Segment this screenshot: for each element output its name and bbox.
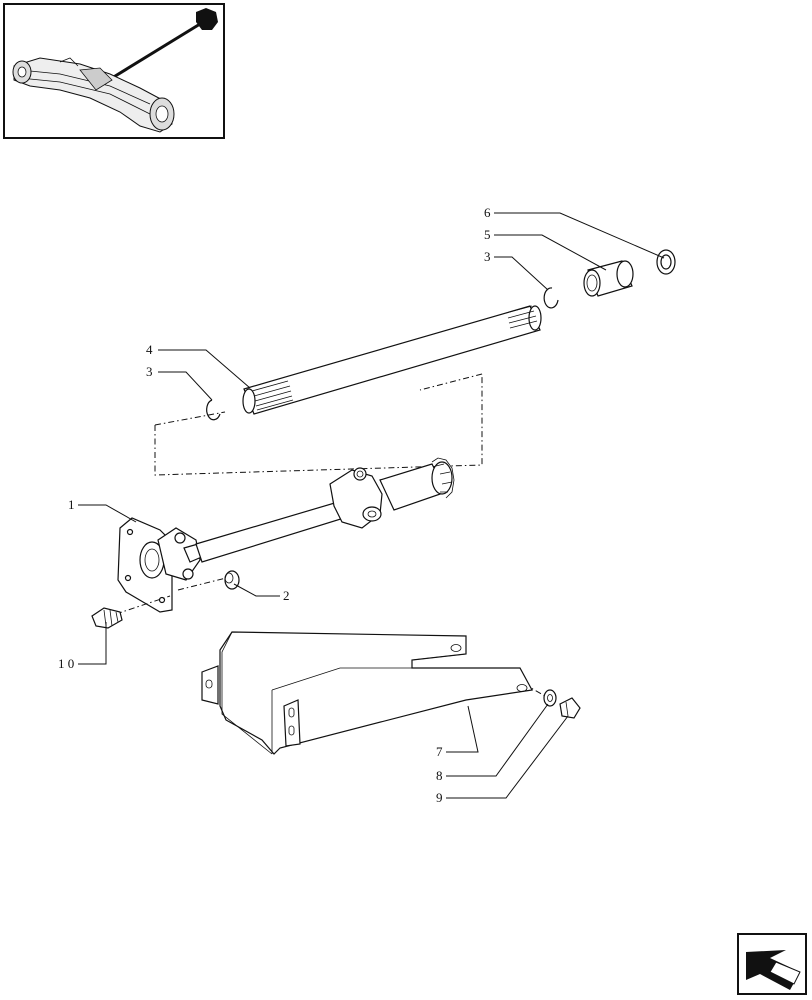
assembly-reference-outline bbox=[154, 373, 483, 476]
splined-shaft-part-4 bbox=[242, 305, 542, 415]
washer-part-8 bbox=[543, 689, 557, 707]
axle-assembly-thumbnail[interactable] bbox=[3, 3, 225, 139]
snap-ring-part-3-upper bbox=[543, 287, 559, 309]
callout-4: 4 bbox=[146, 342, 153, 357]
callout-2: 2 bbox=[283, 588, 290, 603]
callout-8: 8 bbox=[436, 768, 443, 783]
leader-lines bbox=[78, 212, 665, 799]
callout-7: 7 bbox=[436, 744, 443, 759]
callout-labels: 6 5 3 4 3 1 2 1 0 7 8 9 bbox=[58, 205, 491, 805]
callout-6: 6 bbox=[484, 205, 491, 220]
bracket-part-7 bbox=[201, 631, 533, 755]
callout-1: 1 bbox=[68, 497, 75, 512]
ring-part-6 bbox=[656, 249, 676, 275]
screw-part-10 bbox=[91, 607, 123, 629]
next-page-arrow-icon[interactable] bbox=[737, 933, 807, 995]
callout-5: 5 bbox=[484, 227, 491, 242]
callout-3-lower: 3 bbox=[146, 364, 153, 379]
sleeve-part-5 bbox=[583, 260, 634, 297]
snap-ring-part-3-lower bbox=[206, 399, 221, 421]
bolt-part-9 bbox=[559, 697, 581, 719]
callout-3-upper: 3 bbox=[484, 249, 491, 264]
callout-10: 1 0 bbox=[58, 656, 74, 671]
bushing-part-2 bbox=[224, 570, 240, 590]
steering-shaft-part-1 bbox=[117, 457, 455, 613]
callout-9: 9 bbox=[436, 790, 443, 805]
